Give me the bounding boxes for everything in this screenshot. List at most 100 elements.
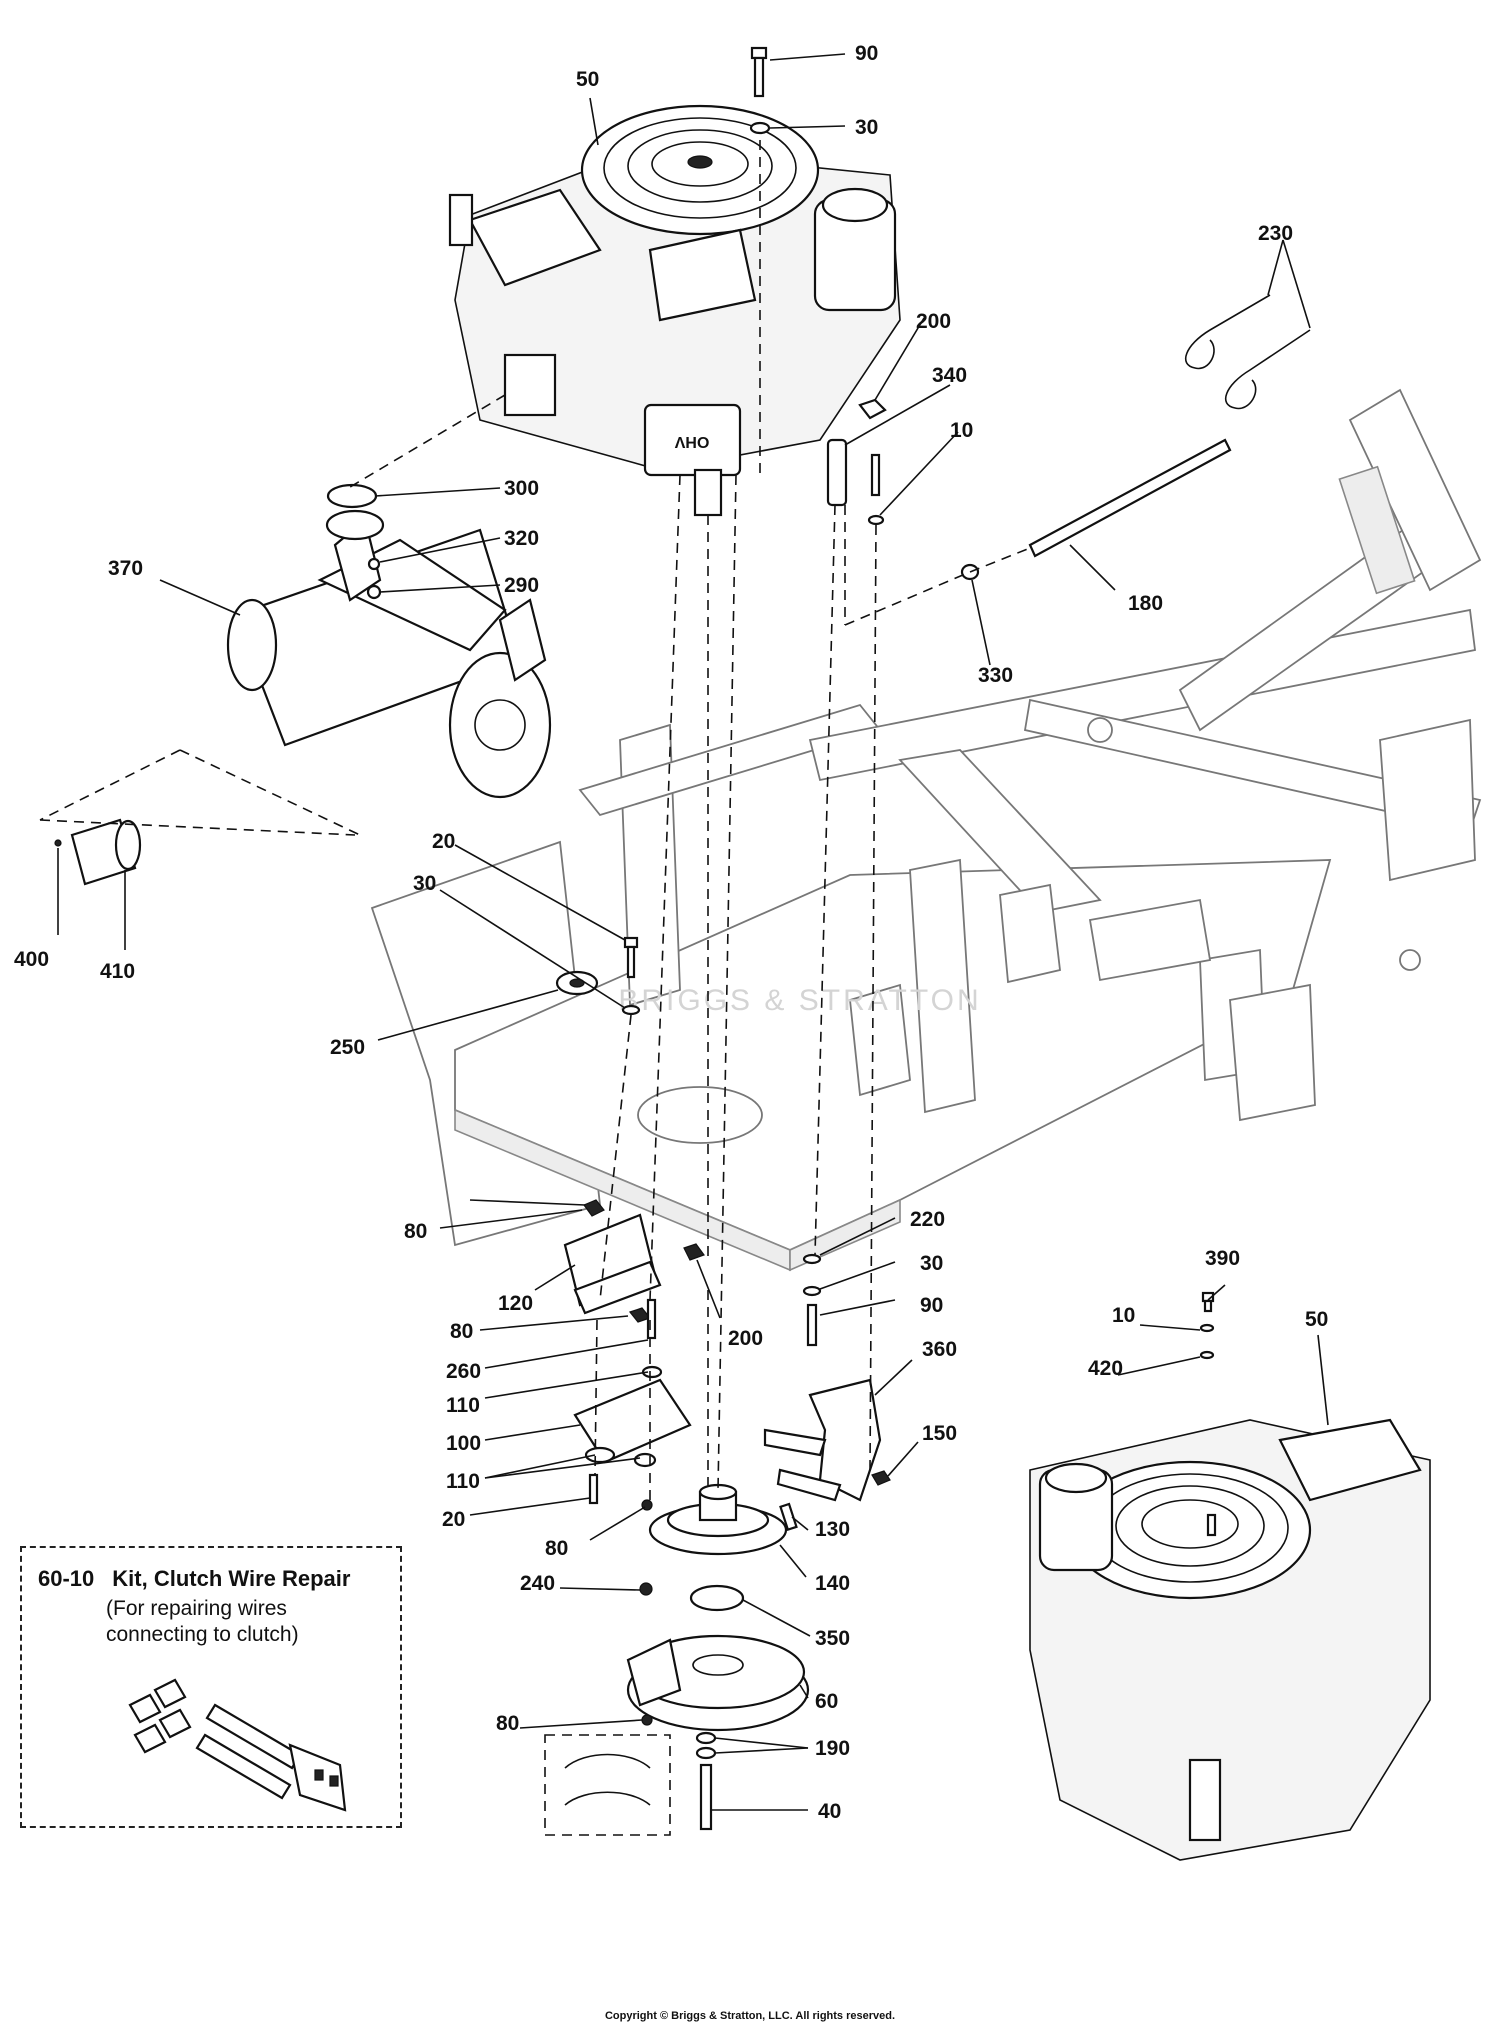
bolt-40	[699, 1763, 713, 1831]
callout-290: 290	[504, 574, 539, 597]
callout-120: 120	[498, 1292, 533, 1315]
lower-assembly	[544, 1199, 810, 1836]
callout-400: 400	[14, 948, 49, 971]
lower-right-hardware	[763, 1253, 891, 1502]
washer-420	[1199, 1350, 1215, 1360]
washer-320	[367, 557, 381, 571]
callout-110-b: 110	[446, 1470, 480, 1493]
nut-80-a	[583, 1199, 605, 1217]
muffler-back-end	[226, 598, 278, 692]
callout-190: 190	[815, 1737, 850, 1760]
grommet-250	[555, 970, 599, 996]
bracket-left	[849, 983, 911, 1097]
rail-bushing	[1087, 717, 1113, 743]
kit-note: (For repairing wires connecting to clutc…	[106, 1596, 386, 1648]
engine-fan-ring-1	[603, 117, 797, 219]
washer-190-a	[695, 1731, 717, 1745]
muffler-flange	[325, 509, 385, 541]
nut-240	[639, 1582, 653, 1596]
copyright-notice: Copyright © Briggs & Stratton, LLC. All …	[604, 2010, 896, 2022]
shim-2	[564, 1791, 651, 1806]
nut-150	[871, 1470, 891, 1486]
kit-title: 60-10 Kit, Clutch Wire Repair	[38, 1566, 350, 1592]
callout-30-top: 30	[855, 116, 878, 139]
callout-60: 60	[815, 1690, 838, 1713]
engine-crankshaft	[693, 468, 723, 517]
washer-190-b	[695, 1746, 717, 1760]
washer-110-c	[633, 1452, 657, 1468]
kit-code: 60-10	[38, 1566, 95, 1591]
callout-80-c: 80	[545, 1537, 568, 1560]
washer-10-alt	[1199, 1323, 1215, 1333]
clutch-wire-kit-drawing	[128, 1678, 347, 1812]
washer-30-lower	[802, 1285, 822, 1297]
nut-80-d	[641, 1714, 653, 1726]
washer-30-top	[749, 121, 771, 135]
washer-30-mid	[621, 1004, 641, 1016]
engine-ohv-plate	[643, 403, 742, 477]
callout-250: 250	[330, 1036, 365, 1059]
bolt-260	[646, 1298, 657, 1340]
watermark-text: BRIGGS & STRATTON	[618, 984, 981, 1017]
callout-40: 40	[818, 1800, 841, 1823]
callout-10-alt: 10	[1112, 1304, 1135, 1327]
spacer-340	[826, 438, 848, 507]
bolt-10-top	[870, 453, 881, 497]
callout-320: 320	[504, 527, 539, 550]
engine-side-fitting	[448, 193, 474, 247]
callout-80-d: 80	[496, 1712, 519, 1735]
callout-130: 130	[815, 1518, 850, 1541]
engine-fan-ring-2	[627, 129, 773, 203]
engine-ohv-badge: OHV	[674, 433, 709, 450]
callout-150: 150	[922, 1422, 957, 1445]
callout-260: 260	[446, 1360, 481, 1383]
engine-alt	[1029, 1291, 1431, 1861]
callout-230: 230	[1258, 222, 1293, 245]
engine-fan-ring-3	[651, 141, 749, 187]
engine-oil-cap	[821, 187, 889, 223]
callout-220: 220	[910, 1208, 945, 1231]
washer-10-top	[867, 514, 885, 526]
engine-alt-crankshaft	[1188, 1758, 1222, 1842]
nut-200-lower	[683, 1243, 705, 1261]
callout-80-b: 80	[450, 1320, 473, 1343]
callout-180: 180	[1128, 592, 1163, 615]
kit-note-line-2: connecting to clutch)	[106, 1623, 299, 1646]
floor-opening	[637, 1086, 763, 1144]
washer-220	[802, 1253, 822, 1265]
key-130	[779, 1502, 798, 1532]
muffler-front-end	[448, 651, 552, 799]
callout-20-lower: 20	[442, 1508, 465, 1531]
rear-end-plate	[1379, 718, 1476, 882]
engine-exhaust-port	[503, 353, 557, 417]
muffler-370	[226, 483, 552, 799]
shim-box	[544, 1734, 671, 1836]
nut-290	[366, 584, 382, 600]
nut-200-top	[858, 398, 887, 420]
callout-20-mid: 20	[432, 830, 455, 853]
clutch-bracket	[626, 1638, 682, 1707]
bolt-20-lower	[588, 1473, 599, 1505]
leader-lines	[39, 53, 1329, 1811]
callout-30-mid: 30	[413, 872, 436, 895]
shock-mount	[1348, 388, 1482, 592]
screw-400	[54, 839, 62, 847]
callout-labels: 50 90 30 230 200 340 10 300 320 370 290 …	[14, 42, 1328, 1823]
washer-110-b	[584, 1446, 616, 1464]
callout-10-top: 10	[950, 419, 973, 442]
shim-1	[564, 1753, 651, 1769]
callout-370: 370	[108, 557, 143, 580]
callout-50-top: 50	[576, 68, 599, 91]
shock-spring	[1338, 465, 1416, 595]
callout-420: 420	[1088, 1357, 1123, 1380]
clutch-wire-kit-box: 60-10 Kit, Clutch Wire Repair (For repair…	[20, 1546, 402, 1828]
callout-340: 340	[932, 364, 967, 387]
callout-200-lower: 200	[728, 1327, 763, 1350]
callout-360: 360	[922, 1338, 957, 1361]
callout-30-lower: 30	[920, 1252, 943, 1275]
kit-name: Kit, Clutch Wire Repair	[112, 1566, 351, 1591]
engine-blower-housing	[580, 104, 820, 236]
callout-90-lower: 90	[920, 1294, 943, 1317]
bolt-90-lower	[806, 1303, 818, 1347]
